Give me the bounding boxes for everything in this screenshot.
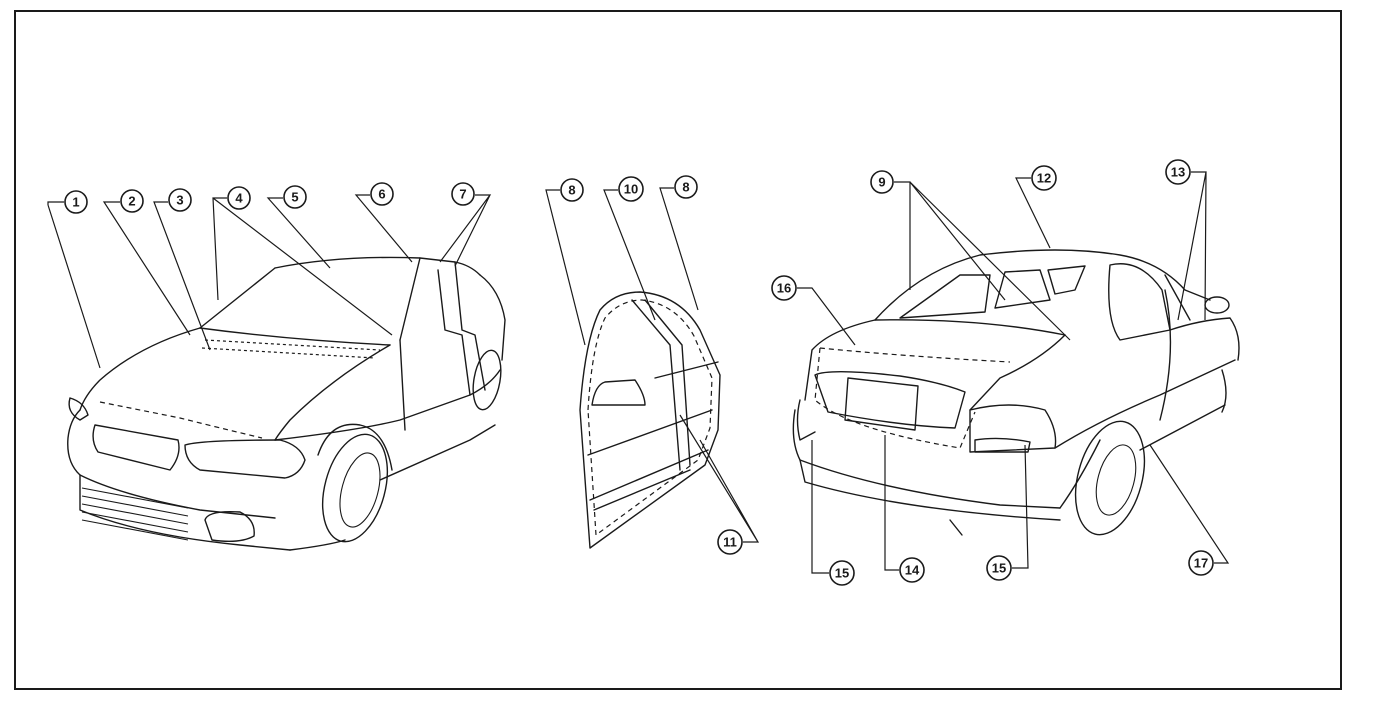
callout-17: 17 xyxy=(1188,550,1214,576)
diagram-frame xyxy=(14,10,1342,690)
svg-text:4: 4 xyxy=(235,191,243,206)
svg-text:1: 1 xyxy=(72,195,79,210)
svg-text:9: 9 xyxy=(878,175,885,190)
callout-8b: 8 xyxy=(674,175,698,199)
callout-15b: 15 xyxy=(986,555,1012,581)
callout-15a: 15 xyxy=(829,560,855,586)
svg-text:8: 8 xyxy=(682,180,689,195)
svg-text:15: 15 xyxy=(835,566,849,581)
callout-1: 1 xyxy=(64,190,88,214)
svg-text:15: 15 xyxy=(992,561,1006,576)
callout-14: 14 xyxy=(899,557,925,583)
front-car-illustration xyxy=(67,256,506,551)
callout-13: 13 xyxy=(1165,159,1191,185)
callout-10: 10 xyxy=(618,176,644,202)
svg-text:13: 13 xyxy=(1171,165,1185,180)
svg-text:10: 10 xyxy=(624,182,638,197)
callout-2: 2 xyxy=(120,189,144,213)
svg-text:3: 3 xyxy=(176,193,183,208)
door-illustration xyxy=(579,291,721,549)
callout-5: 5 xyxy=(283,185,307,209)
svg-text:7: 7 xyxy=(459,187,466,202)
svg-text:8: 8 xyxy=(568,183,575,198)
svg-text:16: 16 xyxy=(777,281,791,296)
svg-text:12: 12 xyxy=(1037,171,1051,186)
svg-text:11: 11 xyxy=(723,535,737,550)
callout-8a: 8 xyxy=(560,178,584,202)
callout-7: 7 xyxy=(451,182,475,206)
callout-11: 11 xyxy=(717,529,743,555)
callout-16: 16 xyxy=(771,275,797,301)
svg-text:2: 2 xyxy=(128,194,135,209)
rear-car-illustration xyxy=(792,249,1240,536)
callout-4: 4 xyxy=(227,186,251,210)
callout-9: 9 xyxy=(870,170,894,194)
callout-12: 12 xyxy=(1031,165,1057,191)
callout-6: 6 xyxy=(370,182,394,206)
leader-lines xyxy=(47,171,1230,574)
callout-3: 3 xyxy=(168,188,192,212)
svg-text:5: 5 xyxy=(291,190,298,205)
svg-text:14: 14 xyxy=(905,563,920,578)
svg-text:6: 6 xyxy=(378,187,385,202)
svg-text:17: 17 xyxy=(1194,556,1208,571)
